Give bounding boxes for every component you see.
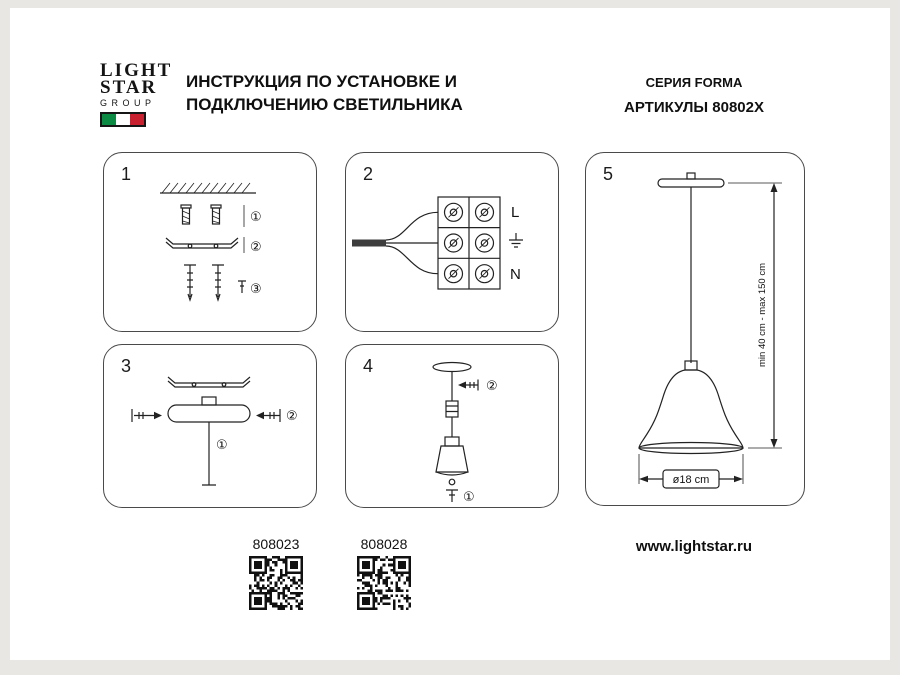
step4-marker-bottom: ①: [463, 490, 475, 505]
article-code-808023: 808023: [252, 536, 300, 552]
qr-code-808028: [357, 556, 411, 610]
logo-word-group: GROUP: [100, 98, 156, 108]
step3-marker-cable: ①: [216, 438, 228, 453]
step3-number: 3: [121, 356, 132, 376]
article-code-808028: 808028: [360, 536, 408, 552]
step5-height-dimension: min 40 cm - max 150 cm: [757, 263, 768, 367]
step4-marker-screw: ②: [486, 379, 498, 394]
step2-panel: 2 L N: [345, 152, 559, 332]
page-title: ИНСТРУКЦИЯ ПО УСТАНОВКЕ И ПОДКЛЮЧЕНИЮ СВ…: [186, 70, 506, 116]
earth-symbol-icon: [509, 233, 523, 248]
step4-panel: 4 ② ①: [345, 344, 559, 508]
step1-number: 1: [121, 164, 132, 184]
step4-diagram-cord-socket: ② ①: [432, 361, 498, 505]
logo-word-light: LIGHT: [100, 60, 173, 81]
step2-diagram-wiring: L N: [352, 196, 523, 290]
title-line-1: ИНСТРУКЦИЯ ПО УСТАНОВКЕ И: [186, 72, 457, 91]
italian-flag-icon: [100, 112, 146, 127]
logo-word-star: STAR: [100, 77, 158, 98]
step3-panel: 3 ② ①: [103, 344, 317, 508]
step1-marker-bracket: ②: [250, 240, 262, 255]
qr-code-808023: [249, 556, 303, 610]
step1-marker-screws: ③: [250, 282, 262, 297]
step3-diagram-canopy: ② ①: [131, 376, 298, 486]
step5-panel: 5 min 40 cm - max 150 cm ø18 cm: [585, 152, 805, 506]
step5-diagram-pendant: min 40 cm - max 150 cm ø18 cm: [638, 172, 782, 489]
step3-marker-screw: ②: [286, 409, 298, 424]
step5-number: 5: [603, 164, 614, 184]
title-line-2: ПОДКЛЮЧЕНИЮ СВЕТИЛЬНИКА: [186, 95, 463, 114]
step5-diameter-dimension: ø18 cm: [673, 474, 710, 486]
step2-number: 2: [363, 164, 374, 184]
step1-panel: 1 ① ② ③: [103, 152, 317, 332]
step1-diagram-mounting-hardware: ① ② ③: [160, 182, 262, 302]
step1-marker-anchors: ①: [250, 210, 262, 225]
website-url: www.lightstar.ru: [635, 538, 753, 555]
step2-label-neutral: N: [510, 266, 521, 283]
step4-number: 4: [363, 356, 374, 376]
lightstar-logo: LIGHT STAR GROUP: [100, 60, 173, 127]
step2-label-line: L: [511, 204, 519, 221]
articles-label: АРТИКУЛЫ 80802X: [624, 99, 764, 116]
series-label: СЕРИЯ FORMA: [645, 75, 743, 90]
